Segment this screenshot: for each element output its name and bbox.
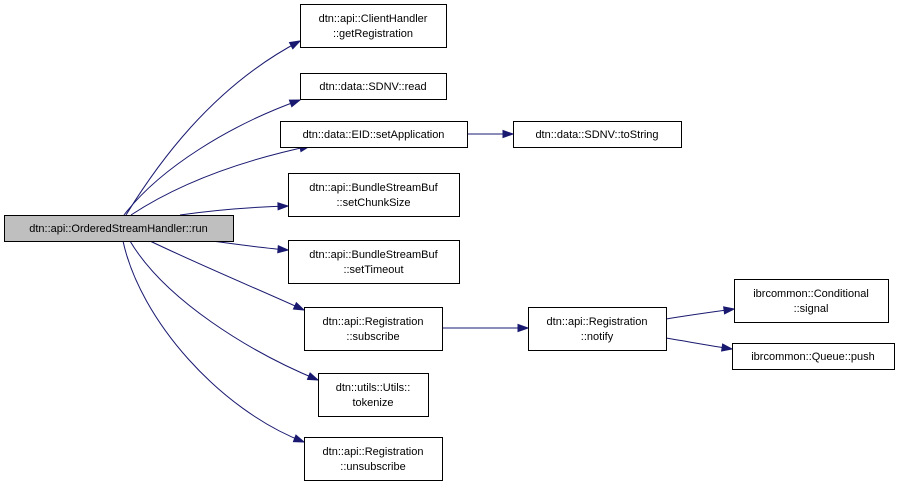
node-box — [318, 373, 429, 417]
edge-line — [122, 240, 305, 443]
arrowhead-icon — [517, 323, 530, 333]
node-subscribe[interactable]: dtn::api::Registration::subscribe — [304, 307, 443, 351]
arrowhead-icon — [288, 99, 302, 108]
node-box — [288, 173, 460, 217]
arrowhead-icon — [288, 40, 302, 50]
edge-run-to-setChunkSize — [179, 202, 290, 216]
node-notify[interactable]: dtn::api::Registration::notify — [528, 307, 667, 351]
edge-line — [129, 240, 319, 381]
edge-run-to-sdnvRead — [123, 99, 302, 216]
node-sdnvToString[interactable]: dtn::data::SDNV::toString — [513, 121, 682, 148]
node-box — [280, 121, 468, 148]
node-box — [732, 343, 895, 370]
node-label: dtn::api::ClientHandler — [319, 13, 428, 25]
edge-run-to-getRegistration — [125, 40, 302, 216]
node-label: dtn::data::SDNV::toString — [535, 129, 658, 141]
node-label: ::notify — [581, 331, 614, 343]
arrowhead-icon — [502, 129, 515, 139]
node-label: ::setTimeout — [343, 264, 403, 276]
node-label: tokenize — [353, 397, 394, 409]
edge-setApplication-to-sdnvToString — [467, 129, 515, 139]
node-tokenize[interactable]: dtn::utils::Utils::tokenize — [318, 373, 429, 417]
node-box — [528, 307, 667, 351]
edge-run-to-subscribe — [149, 240, 306, 311]
node-label: dtn::api::BundleStreamBuf — [309, 182, 438, 194]
node-label: ::setChunkSize — [337, 197, 411, 209]
edge-run-to-setTimeout — [211, 240, 290, 254]
node-box — [300, 73, 447, 100]
node-label: dtn::api::Registration — [323, 316, 424, 328]
node-label: dtn::api::OrderedStreamHandler::run — [29, 223, 208, 235]
edge-line — [179, 205, 289, 216]
edge-notify-to-push — [665, 337, 734, 352]
node-label: dtn::utils::Utils:: — [336, 382, 411, 394]
arrowhead-icon — [292, 434, 306, 443]
node-label: dtn::api::BundleStreamBuf — [309, 249, 438, 261]
edge-subscribe-to-notify — [442, 323, 530, 333]
arrowhead-icon — [292, 301, 306, 311]
node-label: ibrcommon::Queue::push — [751, 351, 875, 363]
arrowhead-icon — [277, 202, 290, 211]
edge-line — [123, 99, 301, 216]
node-label: ::signal — [794, 303, 829, 315]
edge-line — [211, 240, 289, 251]
edge-line — [149, 240, 305, 311]
node-box — [4, 215, 234, 242]
node-label: dtn::api::Registration — [547, 316, 648, 328]
node-sdnvRead[interactable]: dtn::data::SDNV::read — [300, 73, 447, 100]
arrowhead-icon — [720, 343, 734, 352]
node-box — [288, 240, 460, 284]
node-run[interactable]: dtn::api::OrderedStreamHandler::run — [4, 215, 234, 242]
node-push[interactable]: ibrcommon::Queue::push — [732, 343, 895, 370]
node-label: dtn::data::EID::setApplication — [303, 129, 445, 141]
node-label: ::subscribe — [346, 331, 399, 343]
arrowhead-icon — [277, 244, 290, 254]
node-unsubscribe[interactable]: dtn::api::Registration::unsubscribe — [304, 437, 443, 481]
node-label: ibrcommon::Conditional — [753, 288, 869, 300]
node-label: ::getRegistration — [333, 28, 413, 40]
node-setApplication[interactable]: dtn::data::EID::setApplication — [280, 121, 468, 148]
node-label: dtn::api::Registration — [323, 446, 424, 458]
node-box — [734, 279, 889, 323]
arrowhead-icon — [723, 306, 736, 315]
node-box — [304, 437, 443, 481]
node-box — [513, 121, 682, 148]
node-signal[interactable]: ibrcommon::Conditional::signal — [734, 279, 889, 323]
node-box — [304, 307, 443, 351]
node-box — [300, 4, 447, 48]
node-getRegistration[interactable]: dtn::api::ClientHandler::getRegistration — [300, 4, 447, 48]
node-setChunkSize[interactable]: dtn::api::BundleStreamBuf::setChunkSize — [288, 173, 460, 217]
node-label: ::unsubscribe — [340, 461, 405, 473]
edge-line — [125, 40, 301, 216]
edge-line — [130, 145, 311, 216]
edge-run-to-tokenize — [129, 240, 320, 381]
edge-run-to-unsubscribe — [122, 240, 306, 443]
node-setTimeout[interactable]: dtn::api::BundleStreamBuf::setTimeout — [288, 240, 460, 284]
edge-notify-to-signal — [665, 306, 736, 320]
node-label: dtn::data::SDNV::read — [319, 81, 426, 93]
arrowhead-icon — [306, 372, 320, 381]
